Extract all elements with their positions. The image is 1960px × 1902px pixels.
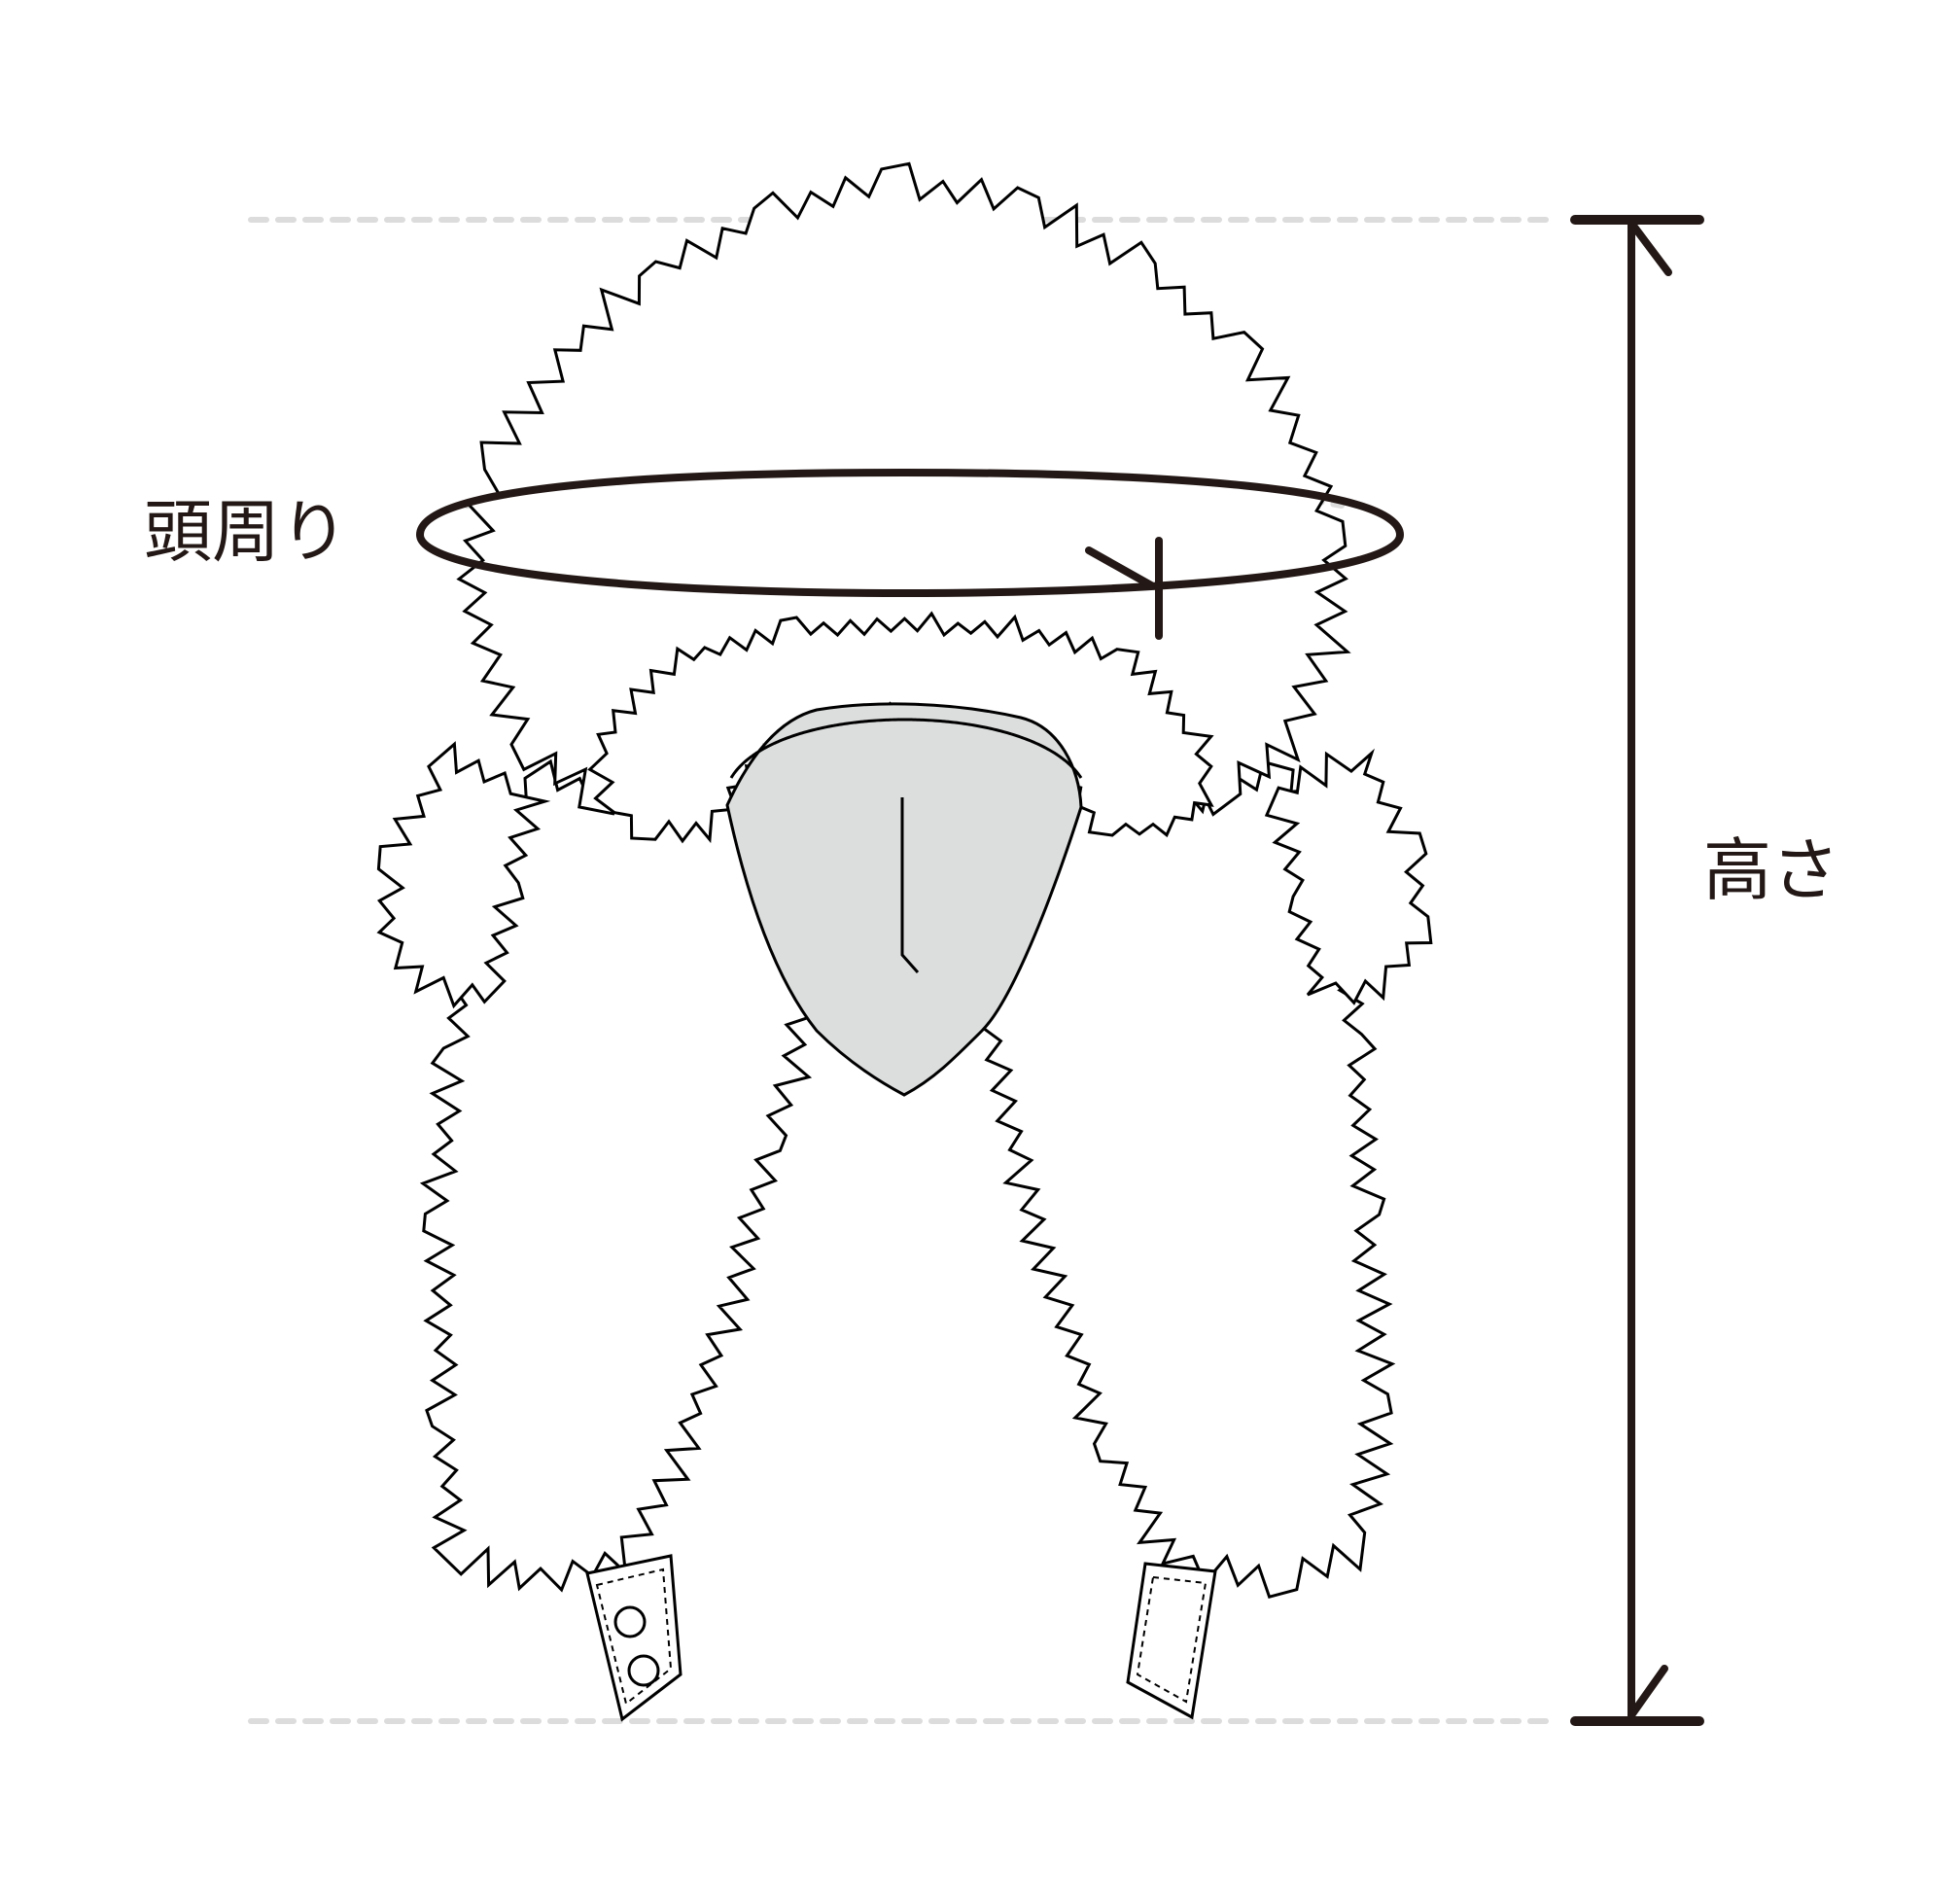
fur-hat-outline [376, 161, 1433, 1600]
snap-button-icon [627, 1654, 660, 1687]
head-circumference-label: 頭周り [144, 492, 348, 572]
height-top-arrow-icon [1629, 222, 1672, 276]
snap-button-icon [613, 1605, 647, 1638]
lining-rim [729, 718, 1083, 779]
left-snap-tab [585, 1554, 682, 1722]
fur-segment [376, 741, 551, 1009]
lining-center-seam [900, 797, 920, 973]
head-circumference-arrow-icon [1085, 546, 1155, 589]
inner-lining [725, 702, 1083, 1097]
height-bottom-arrow-icon [1628, 1665, 1668, 1719]
right-snap-tab [1126, 1562, 1217, 1720]
fur-segment [1264, 748, 1433, 1005]
height-label: 高さ [1703, 830, 1839, 910]
face-opening-trim [729, 718, 1083, 779]
head-circumference-ellipse [415, 468, 1405, 598]
